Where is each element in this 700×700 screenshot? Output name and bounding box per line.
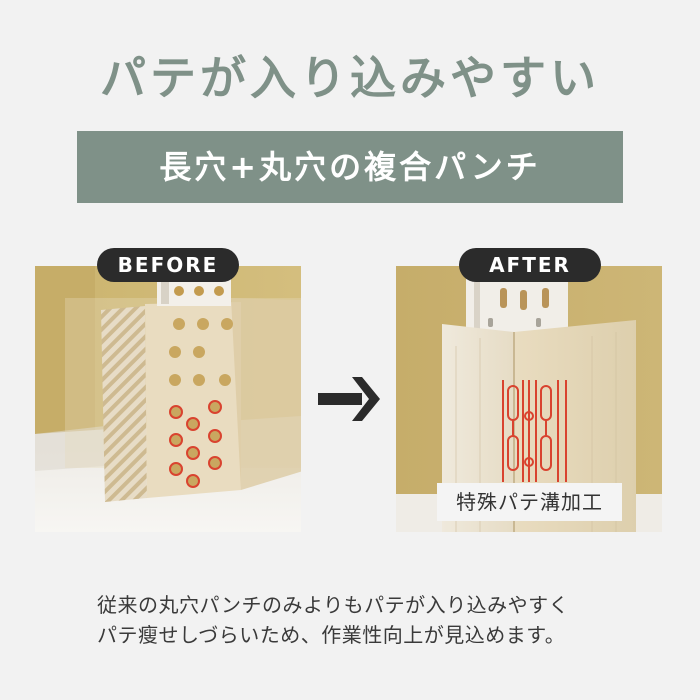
feature-banner: 長穴+丸穴の複合パンチ bbox=[77, 131, 623, 203]
after-tag: AFTER bbox=[459, 248, 601, 282]
before-photo bbox=[35, 266, 301, 532]
before-photo-illustration bbox=[35, 266, 301, 532]
description-line-1: 従来の丸穴パンチのみよりもパテが入り込みやすく bbox=[97, 593, 570, 617]
arrow-right-icon bbox=[318, 377, 380, 421]
description-line-2: パテ瘦せしづらいため、作業性向上が見込めます。 bbox=[97, 623, 566, 647]
headline: パテが入り込みやすい bbox=[100, 51, 600, 105]
groove-caption: 特殊パテ溝加工 bbox=[437, 483, 622, 521]
description: 従来の丸穴パンチのみよりもパテが入り込みやすく パテ瘦せしづらいため、作業性向上… bbox=[97, 590, 617, 650]
before-tag: BEFORE bbox=[97, 248, 239, 282]
